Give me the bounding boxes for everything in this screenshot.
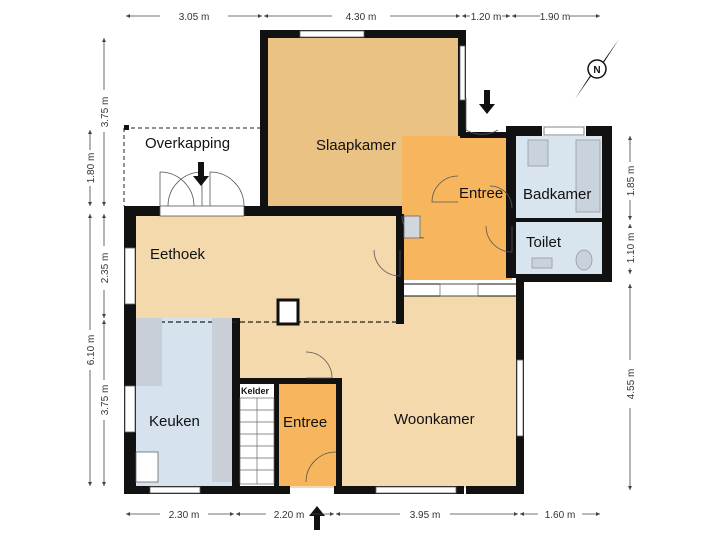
dim-left-2: 1.80 m [86, 153, 97, 184]
dim-top-2: 4.30 m [346, 12, 377, 23]
overkapping-post [124, 125, 129, 130]
dim-right-2: 1.10 m [626, 233, 637, 264]
hall-strip [399, 283, 519, 297]
dim-bottom-4: 1.60 m [545, 510, 576, 521]
label-badkamer: Badkamer [523, 186, 591, 203]
dim-bottom-2: 2.20 m [274, 510, 305, 521]
dim-bottom-3: 3.95 m [410, 510, 441, 521]
dimensions-top: 3.05 m 4.30 m 1.20 m 1.90 m [126, 12, 600, 23]
dim-right-3: 4.55 m [626, 369, 637, 400]
label-entree-bottom: Entree [283, 414, 327, 431]
compass-label: N [593, 65, 600, 76]
entree-top-floor [402, 136, 512, 280]
dimensions-bottom: 2.30 m 2.20 m 3.95 m 1.60 m [126, 510, 600, 521]
label-keuken: Keuken [149, 413, 200, 430]
label-entree-top: Entree [459, 185, 503, 202]
entrance-arrow-icon [479, 90, 495, 114]
windows [124, 30, 585, 494]
dim-left-4: 6.10 m [86, 335, 97, 366]
label-eethoek: Eethoek [150, 246, 206, 263]
dim-top-1: 3.05 m [179, 12, 210, 23]
dim-bottom-1: 2.30 m [169, 510, 200, 521]
label-slaapkamer: Slaapkamer [316, 137, 396, 154]
dim-left-5: 3.75 m [100, 385, 111, 416]
dim-left-3: 2.35 m [100, 253, 111, 284]
label-woonkamer: Woonkamer [394, 411, 475, 428]
entrance-arrow-icon [193, 162, 209, 186]
label-overkapping: Overkapping [145, 135, 230, 152]
entrance-arrows [193, 90, 495, 530]
compass: N [575, 39, 619, 99]
doors [305, 98, 513, 483]
label-kelder: Kelder [241, 386, 270, 396]
label-toilet: Toilet [526, 234, 562, 251]
dim-left-1: 3.75 m [100, 97, 111, 128]
dimensions-left: 3.75 m 1.80 m 2.35 m 6.10 m 3.75 m [86, 38, 111, 486]
dim-top-4: 1.90 m [540, 12, 571, 23]
terrace-doors [159, 171, 245, 217]
stairs [239, 283, 479, 485]
living-floor [400, 296, 516, 324]
overkapping-outline [123, 127, 260, 206]
dim-right-1: 1.85 m [626, 166, 637, 197]
living-floor [136, 214, 402, 322]
dim-top-3: 1.20 m [471, 12, 502, 23]
entree-bottom-floor [276, 384, 336, 486]
entrance-arrow-icon [309, 506, 325, 530]
dimensions-right: 1.85 m 1.10 m 4.55 m [626, 136, 637, 490]
fixtures [135, 139, 601, 483]
